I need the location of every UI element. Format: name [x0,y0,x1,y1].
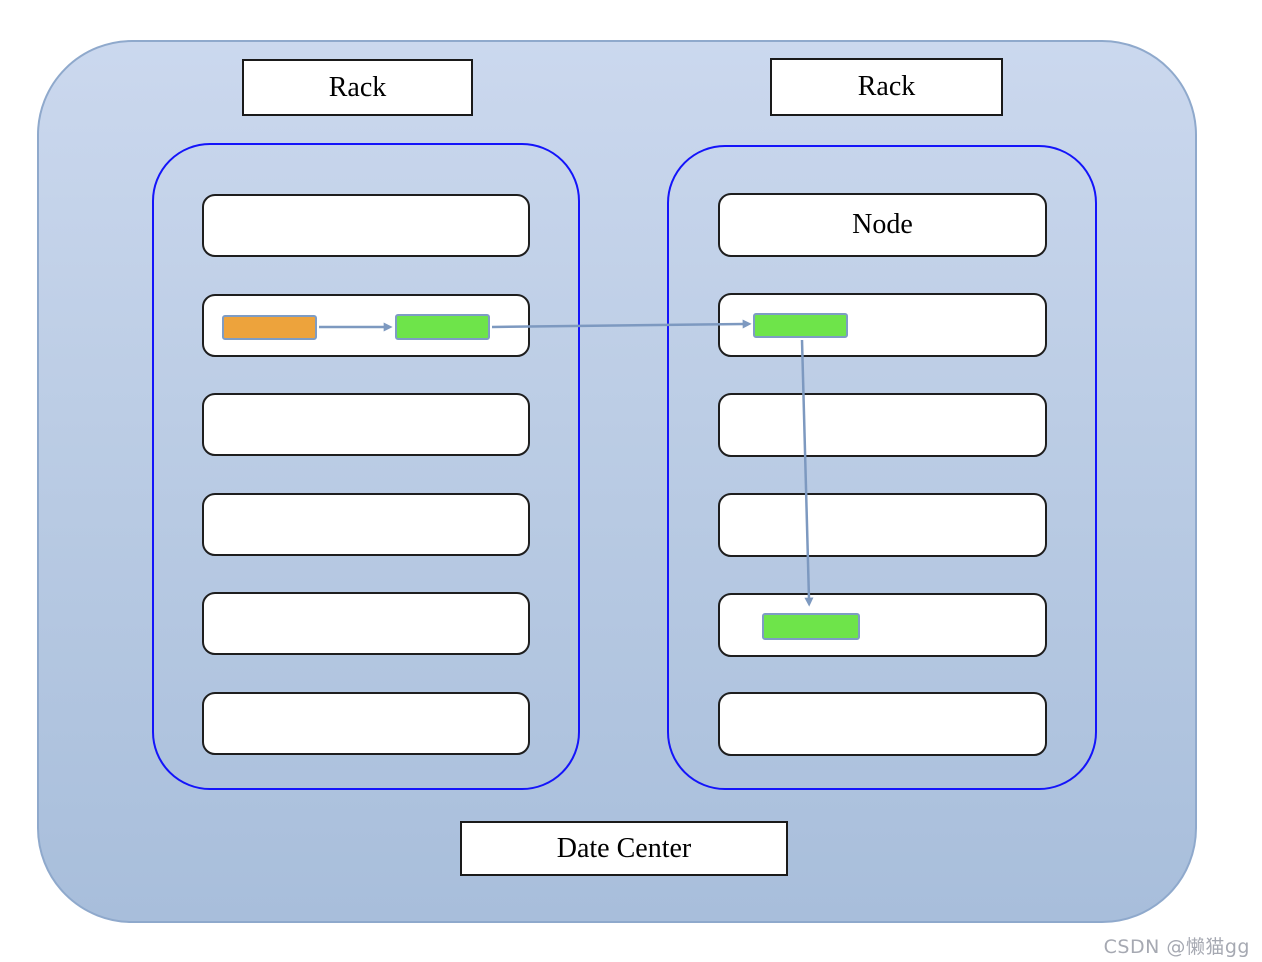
node-slot [718,393,1047,457]
rack-right-outline [667,145,1097,790]
rack-left-outline [152,143,580,790]
node-slot [718,493,1047,557]
rack-label-left: Rack [242,59,473,116]
node-slot [202,393,530,456]
node-slot [202,592,530,655]
node-slot [718,692,1047,756]
node-slot [202,692,530,755]
data-center-label-text: Date Center [556,832,692,864]
rack-label-left-text: Rack [328,71,387,103]
data-center-container [37,40,1197,923]
node-slot [202,493,530,556]
replica-block-source-orange [222,315,317,340]
rack-label-right-text: Rack [857,71,916,102]
rack-label-right: Rack [770,58,1003,116]
node-slot [202,194,530,257]
data-center-label: Date Center [460,821,788,876]
replica-block-green-1 [395,314,490,340]
watermark: CSDN @懒猫gg [1103,936,1250,958]
replica-block-green-2 [753,313,848,338]
replica-block-green-3 [762,613,860,640]
node-slot-label: Node [852,209,913,240]
node-slot-labeled: Node [718,193,1047,257]
